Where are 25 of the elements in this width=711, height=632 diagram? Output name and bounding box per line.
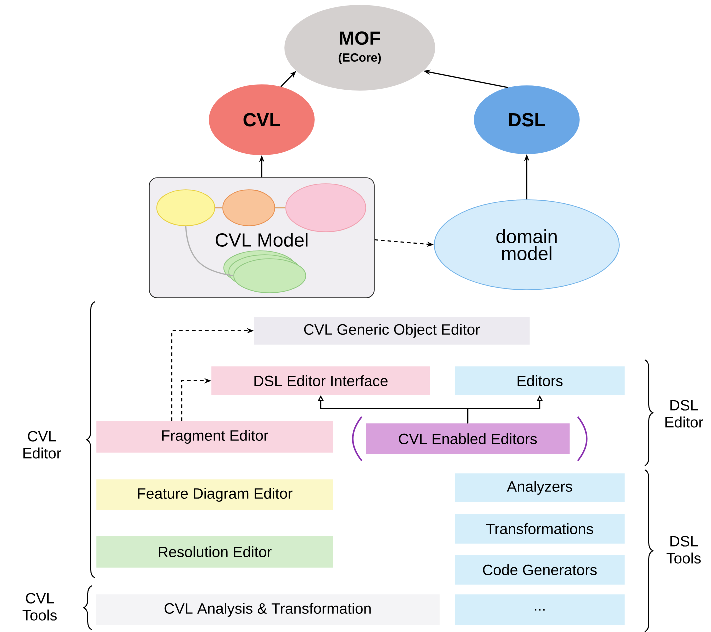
ellipse-shape: [222, 190, 276, 226]
editor-box: Fragment Editor: [96, 421, 334, 453]
ellipse-node: CVL: [209, 84, 315, 156]
group-label: CVL Tools: [22, 593, 57, 621]
group-label: DSL Editor: [666, 400, 704, 428]
editor-box: Resolution Editor: [96, 536, 334, 568]
tool-box: ...: [455, 594, 625, 626]
editor-box: Feature Diagram Editor: [96, 480, 334, 510]
editor-box: CVL Generic Object Editor: [254, 317, 530, 345]
group-label: DSL Tools: [666, 536, 701, 564]
group-label: CVL Editor: [24, 431, 62, 459]
ellipse-shape: [286, 184, 366, 232]
editor-box: DSL Editor Interface: [212, 366, 430, 396]
ellipse-stack: [224, 250, 306, 294]
tool-box: Transformations: [455, 514, 625, 544]
editor-box: CVL Enabled Editors: [366, 424, 570, 454]
ellipse-node: MOF (ECore): [284, 5, 436, 91]
model-label: CVL Model: [216, 233, 308, 247]
tool-box: Code Generators: [455, 555, 625, 585]
tool-box: Analyzers: [455, 474, 625, 502]
editor-box: Editors: [455, 366, 625, 396]
ellipse-node: domain model: [434, 200, 620, 290]
tool-box: CVL Analysis & Transformation: [96, 594, 440, 626]
ellipse-node: DSL: [474, 86, 580, 154]
ellipse-shape: [156, 190, 216, 226]
